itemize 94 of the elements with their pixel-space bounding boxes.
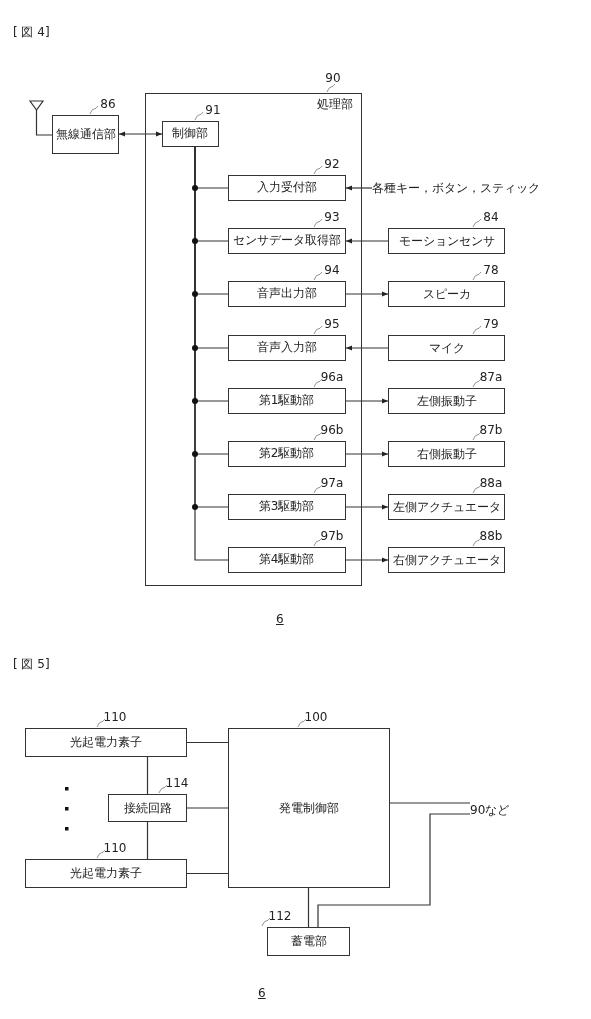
block-box [227, 440, 346, 467]
antenna-icon [29, 100, 44, 110]
block-box [388, 388, 505, 414]
block-box [228, 728, 390, 888]
block-box [227, 546, 346, 573]
block-box [227, 280, 346, 307]
connector-line [389, 802, 471, 804]
reference-number: 86 [100, 97, 116, 111]
reference-number: 112 [268, 909, 292, 923]
reference-number: 88b [479, 529, 503, 543]
block-label: 右側アクチュエータ [392, 552, 501, 568]
reference-number: 91 [205, 103, 221, 117]
block-box [388, 335, 505, 361]
block-label: 第4駆動部 [258, 552, 315, 567]
arrow [345, 398, 389, 404]
connector-line [186, 872, 229, 875]
block-box [161, 120, 219, 147]
reference-number: 78 [483, 263, 499, 277]
arrow [345, 238, 389, 244]
connector-line [307, 887, 310, 928]
block-label: センサデータ取得部 [232, 233, 341, 248]
reference-number: 90 [325, 71, 341, 85]
reference-number: 96a [320, 370, 344, 384]
reference-number: 94 [324, 263, 340, 277]
reference-number: 97b [320, 529, 344, 543]
block-label: 第3駆動部 [258, 499, 315, 514]
block-label: スピーカ [422, 286, 471, 302]
arrow [345, 504, 389, 510]
block-label: 音声出力部 [256, 286, 317, 301]
reference-number: 110 [103, 841, 127, 855]
block-label: モーションセンサ [398, 233, 495, 249]
arrow [345, 185, 373, 191]
reference-number: 92 [324, 157, 340, 171]
block-box [52, 115, 119, 154]
block-label: 光起電力素子 [70, 735, 142, 750]
arrow [345, 345, 389, 351]
connector-line [35, 109, 53, 136]
block-label: 左側アクチュエータ [392, 499, 501, 515]
block-label: 蓄電部 [290, 934, 327, 949]
block-box [227, 493, 346, 520]
block-label: 第2駆動部 [258, 446, 315, 461]
reference-number: 87b [479, 423, 503, 437]
block-label: 第1駆動部 [258, 393, 315, 408]
block-box [267, 927, 350, 956]
block-label: 発電制御部 [279, 800, 339, 816]
processing-unit-frame [145, 93, 362, 586]
block-box [388, 228, 505, 254]
reference-number: 110 [103, 710, 127, 724]
reference-number: 114 [165, 776, 189, 790]
figure-reference: 6 [276, 612, 284, 626]
connector-line [146, 756, 149, 795]
signal-text: 各種キー，ボタン，スティック [372, 179, 544, 197]
block-label: 音声入力部 [256, 340, 317, 355]
reference-number: 87a [479, 370, 503, 384]
arrow [345, 557, 389, 563]
reference-number: 79 [483, 317, 499, 331]
reference-number: 97a [320, 476, 344, 490]
connector-line [186, 741, 229, 744]
block-box [25, 859, 187, 888]
block-label: 左側振動子 [416, 393, 477, 409]
signal-text: 90など [470, 800, 530, 820]
block-box [227, 174, 346, 201]
reference-number: 95 [324, 317, 340, 331]
block-label: 右側振動子 [416, 446, 477, 462]
block-label: 接続回路 [123, 800, 172, 816]
arrow [345, 291, 389, 297]
reference-number: 88a [479, 476, 503, 490]
block-label: 光起電力素子 [70, 866, 142, 881]
reference-number: 93 [324, 210, 340, 224]
arrow [345, 451, 389, 457]
connector-line [186, 807, 229, 809]
block-title: 処理部 [317, 97, 353, 112]
block-box [388, 494, 505, 520]
connector-line [317, 813, 471, 928]
block-box [388, 441, 505, 467]
block-box [227, 334, 346, 361]
block-label: 入力受付部 [256, 180, 317, 195]
block-box [388, 547, 505, 573]
block-box [388, 281, 505, 307]
figure-number: [ 図 5] [13, 656, 50, 673]
reference-number: 100 [304, 710, 328, 724]
block-box [227, 387, 346, 414]
reference-number: 84 [483, 210, 499, 224]
figure-number: [ 図 4] [13, 24, 50, 41]
block-label: 無線通信部 [55, 127, 116, 142]
block-label: 制御部 [172, 126, 209, 141]
block-box [108, 794, 187, 822]
block-label: マイク [428, 340, 465, 356]
block-box [227, 227, 346, 254]
block-box [25, 728, 187, 757]
figure-reference: 6 [258, 986, 266, 1000]
reference-number: 96b [320, 423, 344, 437]
connector-line [146, 821, 149, 860]
arrow [118, 131, 163, 137]
